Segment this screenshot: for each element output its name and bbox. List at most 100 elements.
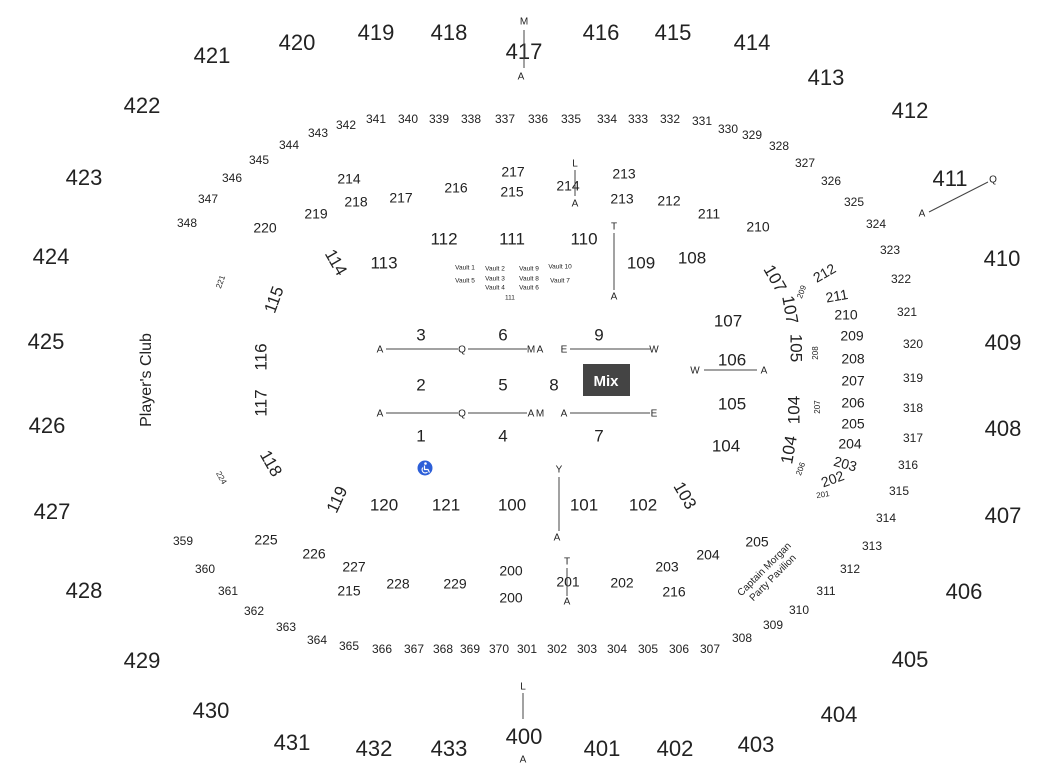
section-311[interactable]: 311 <box>816 584 835 598</box>
section-200[interactable]: 200 <box>499 563 523 579</box>
mix-section[interactable] <box>583 364 630 396</box>
section-225[interactable]: 225 <box>254 532 278 548</box>
section-410[interactable]: 410 <box>984 246 1021 271</box>
section-307[interactable]: 307 <box>700 642 720 656</box>
section-229[interactable]: 229 <box>443 576 467 592</box>
section-221[interactable]: 221 <box>214 274 227 290</box>
section-367[interactable]: 367 <box>404 642 424 656</box>
section-210[interactable]: 210 <box>746 219 770 235</box>
section-202[interactable]: 202 <box>610 575 634 591</box>
row-letter-A[interactable]: A <box>377 409 384 420</box>
section-333[interactable]: 333 <box>628 112 648 126</box>
section-431[interactable]: 431 <box>274 730 311 755</box>
section-212[interactable]: 212 <box>810 260 838 286</box>
section-211[interactable]: 211 <box>824 286 849 306</box>
section-208[interactable]: 208 <box>841 351 865 367</box>
section-215[interactable]: 215 <box>337 583 361 599</box>
section-314[interactable]: 314 <box>876 511 896 525</box>
row-letter-A[interactable]: A <box>564 597 571 608</box>
section-336[interactable]: 336 <box>528 112 548 126</box>
section-318[interactable]: 318 <box>903 401 923 415</box>
section-305[interactable]: 305 <box>638 642 658 656</box>
section-209[interactable]: 209 <box>840 328 864 344</box>
section-337[interactable]: 337 <box>495 112 515 126</box>
section-214[interactable]: 214 <box>556 178 580 194</box>
section-219[interactable]: 219 <box>304 206 328 222</box>
floor-section-9[interactable]: 9 <box>594 325 603 344</box>
row-letter-Q[interactable]: Q <box>458 345 466 356</box>
section-401[interactable]: 401 <box>584 736 621 761</box>
floor-section-5[interactable]: 5 <box>498 375 507 394</box>
row-letter-A[interactable]: A <box>761 366 768 377</box>
section-208[interactable]: 208 <box>811 346 820 360</box>
section-107[interactable]: 107 <box>778 294 802 325</box>
section-110[interactable]: 110 <box>570 229 597 248</box>
section-101[interactable]: 101 <box>570 495 598 514</box>
vault-4[interactable]: Vault 5 <box>455 278 475 285</box>
section-316[interactable]: 316 <box>898 458 918 472</box>
section-213[interactable]: 213 <box>612 166 636 182</box>
section-327[interactable]: 327 <box>795 156 815 170</box>
section-205[interactable]: 205 <box>841 416 865 432</box>
section-321[interactable]: 321 <box>897 305 917 319</box>
section-404[interactable]: 404 <box>821 702 858 727</box>
section-339[interactable]: 339 <box>429 112 449 126</box>
section-326[interactable]: 326 <box>821 174 841 188</box>
section-346[interactable]: 346 <box>222 171 242 185</box>
vault-10[interactable]: 111 <box>505 295 515 302</box>
section-319[interactable]: 319 <box>903 371 923 385</box>
row-letter-A[interactable]: A <box>537 345 544 356</box>
row-letter-M[interactable]: M <box>520 17 528 28</box>
row-letter-Q[interactable]: Q <box>989 175 997 186</box>
section-309[interactable]: 309 <box>763 618 783 632</box>
section-107[interactable]: 107 <box>760 261 791 295</box>
row-letter-T[interactable]: T <box>611 222 617 233</box>
section-365[interactable]: 365 <box>339 639 359 653</box>
section-310[interactable]: 310 <box>789 603 809 617</box>
section-203[interactable]: 203 <box>655 559 679 575</box>
row-letter-Y[interactable]: Y <box>556 465 563 476</box>
floor-section-3[interactable]: 3 <box>416 325 425 344</box>
section-362[interactable]: 362 <box>244 604 264 618</box>
section-411[interactable]: 411 <box>932 166 967 191</box>
section-324[interactable]: 324 <box>866 217 886 231</box>
section-361[interactable]: 361 <box>218 584 238 598</box>
section-322[interactable]: 322 <box>891 272 911 286</box>
section-364[interactable]: 364 <box>307 633 327 647</box>
row-letter-Q[interactable]: Q <box>458 409 466 420</box>
vault-8[interactable]: Vault 4 <box>485 285 505 292</box>
floor-section-2[interactable]: 2 <box>416 375 425 394</box>
section-226[interactable]: 226 <box>302 546 326 562</box>
section-116[interactable]: 116 <box>251 343 270 370</box>
floor-section-7[interactable]: 7 <box>594 426 603 445</box>
section-345[interactable]: 345 <box>249 153 269 167</box>
section-360[interactable]: 360 <box>195 562 215 576</box>
section-113[interactable]: 113 <box>370 253 397 272</box>
row-letter-A[interactable]: A <box>554 533 561 544</box>
section-347[interactable]: 347 <box>198 192 218 206</box>
section-366[interactable]: 366 <box>372 642 392 656</box>
section-201[interactable]: 201 <box>556 574 580 590</box>
section-429[interactable]: 429 <box>124 648 161 673</box>
vault-5[interactable]: Vault 3 <box>485 276 505 283</box>
section-201[interactable]: 201 <box>816 489 831 500</box>
section-407[interactable]: 407 <box>985 503 1022 528</box>
section-418[interactable]: 418 <box>431 20 468 45</box>
section-217[interactable]: 217 <box>501 164 525 180</box>
section-323[interactable]: 323 <box>880 243 900 257</box>
section-302[interactable]: 302 <box>547 642 567 656</box>
section-204[interactable]: 204 <box>838 436 862 452</box>
section-416[interactable]: 416 <box>583 20 620 45</box>
section-402[interactable]: 402 <box>657 736 694 761</box>
section-335[interactable]: 335 <box>561 112 581 126</box>
section-408[interactable]: 408 <box>985 416 1022 441</box>
section-430[interactable]: 430 <box>193 698 230 723</box>
row-letter-E[interactable]: E <box>561 345 568 356</box>
section-106[interactable]: 106 <box>718 350 746 369</box>
row-letter-M[interactable]: M <box>536 409 544 420</box>
section-301[interactable]: 301 <box>517 642 537 656</box>
section-424[interactable]: 424 <box>33 244 70 269</box>
section-425[interactable]: 425 <box>28 329 65 354</box>
section-412[interactable]: 412 <box>892 98 929 123</box>
section-368[interactable]: 368 <box>433 642 453 656</box>
